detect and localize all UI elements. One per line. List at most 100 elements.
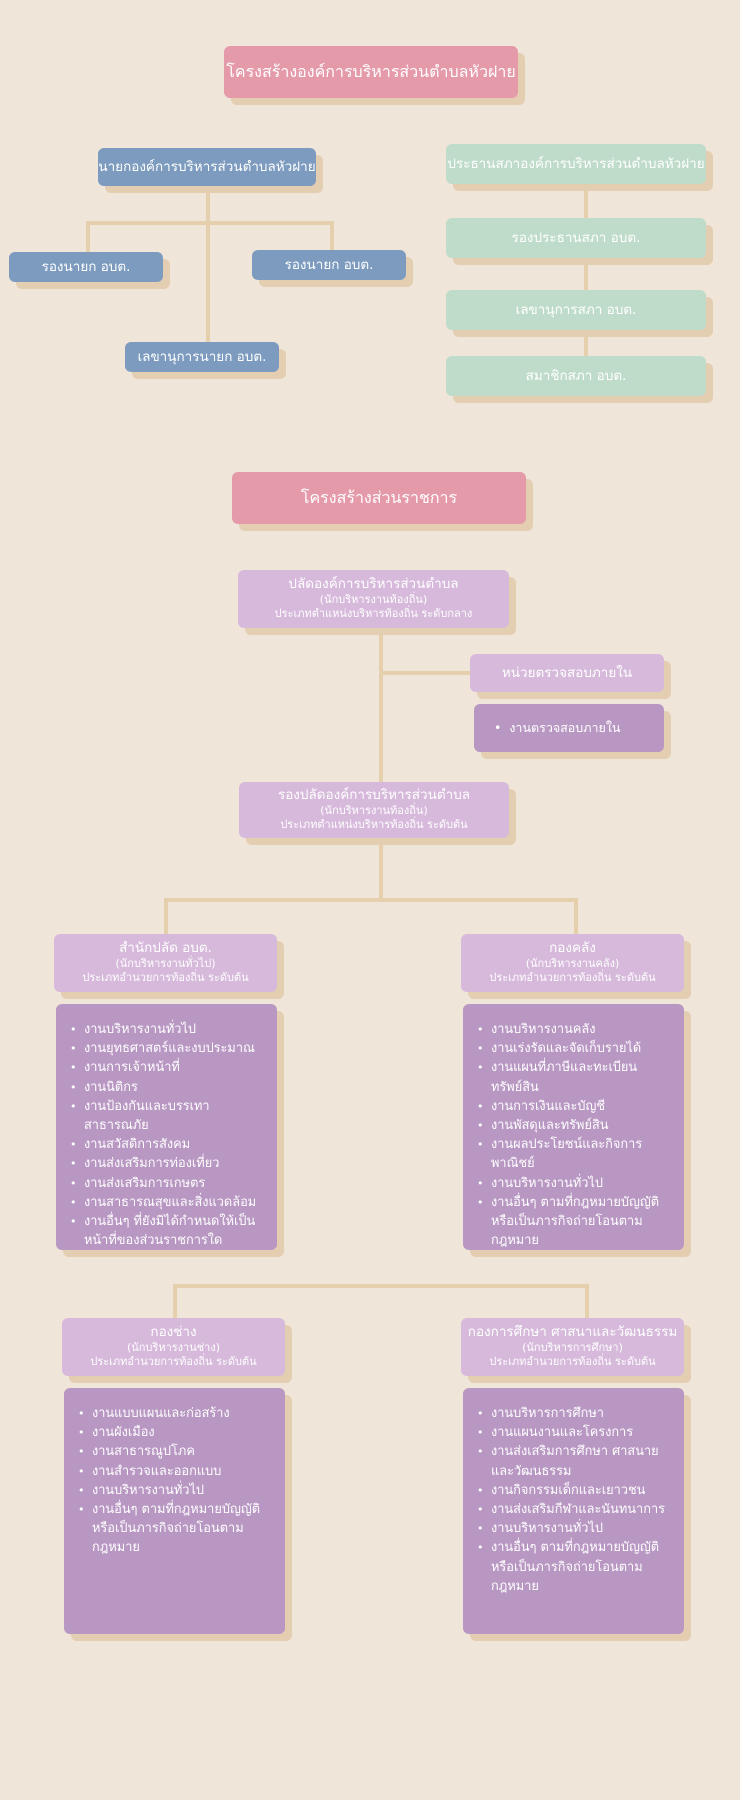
task-item: งานบริหารการศึกษา (477, 1404, 676, 1423)
task-item: งานบริหารงานทั่วไป (70, 1020, 269, 1039)
deputy-chief-title: รองปลัดองค์การบริหารส่วนตำบล (277, 786, 471, 803)
council-members-label: สมาชิกสภา อบต. (525, 367, 627, 384)
education-division-box: กองการศึกษา ศาสนาและวัฒนธรรม (นักบริหารก… (461, 1318, 684, 1376)
mayor-box: นายกองค์การบริหารส่วนตำบลหัวฝาย (98, 148, 316, 186)
finance-division-level: ประเภทอำนวยการท้องถิ่น ระดับต้น (489, 971, 656, 985)
chief-administrator-box: ปลัดองค์การบริหารส่วนตำบล (นักบริหารงานท… (238, 570, 509, 628)
education-division-position: (นักบริหารการศึกษา) (522, 1340, 623, 1354)
office-of-chief-title: สำนักปลัด อบต. (119, 939, 212, 956)
finance-division-title: กองคลัง (549, 939, 596, 956)
mayor-secretary-label: เลขานุการนายก อบต. (137, 348, 267, 365)
council-secretary-box: เลขานุการสภา อบต. (446, 290, 706, 330)
task-item: งานสำรวจและออกแบบ (78, 1462, 277, 1481)
engineering-division-task-list: งานแบบแผนและก่อสร้าง งานผังเมือง งานสาธา… (64, 1388, 285, 1634)
task-item: งานผังเมือง (78, 1423, 277, 1442)
task-item: งานการเงินและบัญชี (477, 1097, 676, 1116)
council-vice-president-box: รองประธานสภา อบต. (446, 218, 706, 258)
council-members-box: สมาชิกสภา อบต. (446, 356, 706, 396)
internal-audit-task-label: งานตรวจสอบภายใน (509, 720, 621, 736)
internal-audit-task-item: • งานตรวจสอบภายใน (494, 720, 621, 736)
deputy-chief-box: รองปลัดองค์การบริหารส่วนตำบล (นักบริหารง… (239, 782, 509, 838)
task-item: งานบริหารงานทั่วไป (477, 1174, 676, 1193)
task-item: งานบริหารงานคลัง (477, 1020, 676, 1039)
task-item-continued: หรือเป็นภารกิจถ่ายโอนตาม (92, 1521, 244, 1537)
deputy-mayor-right-label: รองนายก อบต. (284, 256, 374, 273)
mayor-secretary-box: เลขานุการนายก อบต. (125, 342, 279, 372)
chief-administrator-level: ประเภทตำแหน่งบริหารท้องถิ่น ระดับกลาง (274, 607, 473, 621)
task-item: งานแผนงานและโครงการ (477, 1423, 676, 1442)
task-item-continued: กฎหมาย (491, 1233, 539, 1249)
task-item: งานการเจ้าหน้าที่ (70, 1058, 269, 1077)
task-item: งานส่งเสริมกีฬาและนันทนาการ (477, 1500, 676, 1519)
office-of-chief-position: (นักบริหารงานทั่วไป) (115, 956, 216, 970)
connector-line (584, 184, 588, 370)
council-vice-president-label: รองประธานสภา อบต. (511, 229, 641, 246)
task-item: งานยุทธศาสตร์และงบประมาณ (70, 1039, 269, 1058)
engineering-division-box: กองช่าง (นักบริหารงานช่าง) ประเภทอำนวยกา… (62, 1318, 285, 1376)
task-item: งานสาธารณูปโภค (78, 1442, 277, 1461)
task-item: งานบริหารงานทั่วไป (78, 1481, 277, 1500)
task-item: งานแผนที่ภาษีและทะเบียนทรัพย์สิน (477, 1058, 676, 1096)
connector-line (574, 898, 578, 934)
council-president-box: ประธานสภาองค์การบริหารส่วนตำบลหัวฝาย (446, 144, 706, 184)
connector-line (585, 1284, 589, 1320)
task-item-continued: และวัฒนธรรม (491, 1463, 572, 1479)
deputy-mayor-left-label: รองนายก อบต. (41, 258, 131, 275)
connector-line (173, 1284, 177, 1320)
task-item: งานป้องกันและบรรเทาสาธารณภัย (70, 1097, 269, 1135)
engineering-division-title: กองช่าง (150, 1323, 197, 1340)
internal-audit-box: หน่วยตรวจสอบภายใน (470, 654, 664, 692)
office-of-chief-task-list: งานบริหารงานทั่วไป งานยุทธศาสตร์และงบประ… (56, 1004, 277, 1250)
deputy-mayor-right-box: รองนายก อบต. (252, 250, 406, 280)
task-item: งานส่งเสริมการเกษตร (70, 1174, 269, 1193)
council-secretary-label: เลขานุการสภา อบต. (515, 301, 637, 318)
engineering-division-position: (นักบริหารงานช่าง) (126, 1340, 221, 1354)
task-item: งานนิติกร (70, 1078, 269, 1097)
connector-line (86, 221, 90, 255)
task-item-continued: หน้าที่ของส่วนราชการใด (84, 1233, 223, 1249)
mayor-label: นายกองค์การบริหารส่วนตำบลหัวฝาย (98, 158, 316, 175)
task-item: งานส่งเสริมการศึกษา ศาสนาย (477, 1442, 676, 1461)
task-item: งานกิจกรรมเด็กและเยาวชน (477, 1481, 676, 1500)
task-item-continued: กฎหมาย (491, 1578, 539, 1594)
connector-line (206, 186, 210, 346)
task-item: งานสาธารณสุขและสิ่งแวดล้อม (70, 1193, 269, 1212)
connector-line (383, 671, 473, 675)
task-item: งานผลประโยชน์และกิจการพาณิชย์ (477, 1135, 676, 1173)
connector-line (379, 838, 383, 900)
finance-division-task-list: งานบริหารงานคลัง งานเร่งรัดและจัดเก็บราย… (463, 1004, 684, 1250)
chief-administrator-title: ปลัดองค์การบริหารส่วนตำบล (288, 575, 459, 592)
education-division-level: ประเภทอำนวยการท้องถิ่น ระดับต้น (489, 1355, 656, 1369)
education-division-task-list: งานบริหารการศึกษา งานแผนงานและโครงการ งา… (463, 1388, 684, 1634)
connector-line (173, 1284, 589, 1288)
task-item-continued: กฎหมาย (92, 1540, 140, 1556)
task-item: งานอื่นๆ ที่ยังมิได้กำหนดให้เป็น (70, 1212, 269, 1231)
finance-division-box: กองคลัง (นักบริหารงานคลัง) ประเภทอำนวยกา… (461, 934, 684, 992)
connector-line (330, 221, 334, 253)
internal-audit-title: หน่วยตรวจสอบภายใน (501, 664, 633, 681)
task-item: งานแบบแผนและก่อสร้าง (78, 1404, 277, 1423)
deputy-mayor-left-box: รองนายก อบต. (9, 252, 163, 282)
internal-audit-tasks-box: • งานตรวจสอบภายใน (474, 704, 664, 752)
org-structure-title-text: โครงสร้างองค์การบริหารส่วนตำบลหัวฝาย (226, 62, 516, 81)
org-structure-title: โครงสร้างองค์การบริหารส่วนตำบลหัวฝาย (224, 46, 518, 98)
chief-administrator-position: (นักบริหารงานท้องถิ่น) (319, 592, 428, 606)
council-president-label: ประธานสภาองค์การบริหารส่วนตำบลหัวฝาย (447, 155, 705, 172)
admin-structure-title: โครงสร้างส่วนราชการ (232, 472, 526, 524)
engineering-division-level: ประเภทอำนวยการท้องถิ่น ระดับต้น (90, 1355, 257, 1369)
education-division-title: กองการศึกษา ศาสนาและวัฒนธรรม (467, 1323, 678, 1340)
connector-line (164, 898, 578, 902)
office-of-chief-box: สำนักปลัด อบต. (นักบริหารงานทั่วไป) ประเ… (54, 934, 277, 992)
task-item: งานบริหารงานทั่วไป (477, 1519, 676, 1538)
office-of-chief-level: ประเภทอำนวยการท้องถิ่น ระดับต้น (82, 971, 249, 985)
task-item-continued: หรือเป็นภารกิจถ่ายโอนตาม (491, 1559, 643, 1575)
task-item: งานพัสดุและทรัพย์สิน (477, 1116, 676, 1135)
task-item: งานสวัสดิการสังคม (70, 1135, 269, 1154)
admin-structure-title-text: โครงสร้างส่วนราชการ (300, 488, 458, 507)
task-item-continued: หรือเป็นภารกิจถ่ายโอนตาม (491, 1214, 643, 1230)
deputy-chief-level: ประเภทตำแหน่งบริหารท้องถิ่น ระดับต้น (280, 818, 468, 832)
connector-line (164, 898, 168, 934)
task-item: งานอื่นๆ ตามที่กฎหมายบัญญัติ (477, 1193, 676, 1212)
task-item: งานเร่งรัดและจัดเก็บรายได้ (477, 1039, 676, 1058)
task-item: งานส่งเสริมการท่องเที่ยว (70, 1154, 269, 1173)
